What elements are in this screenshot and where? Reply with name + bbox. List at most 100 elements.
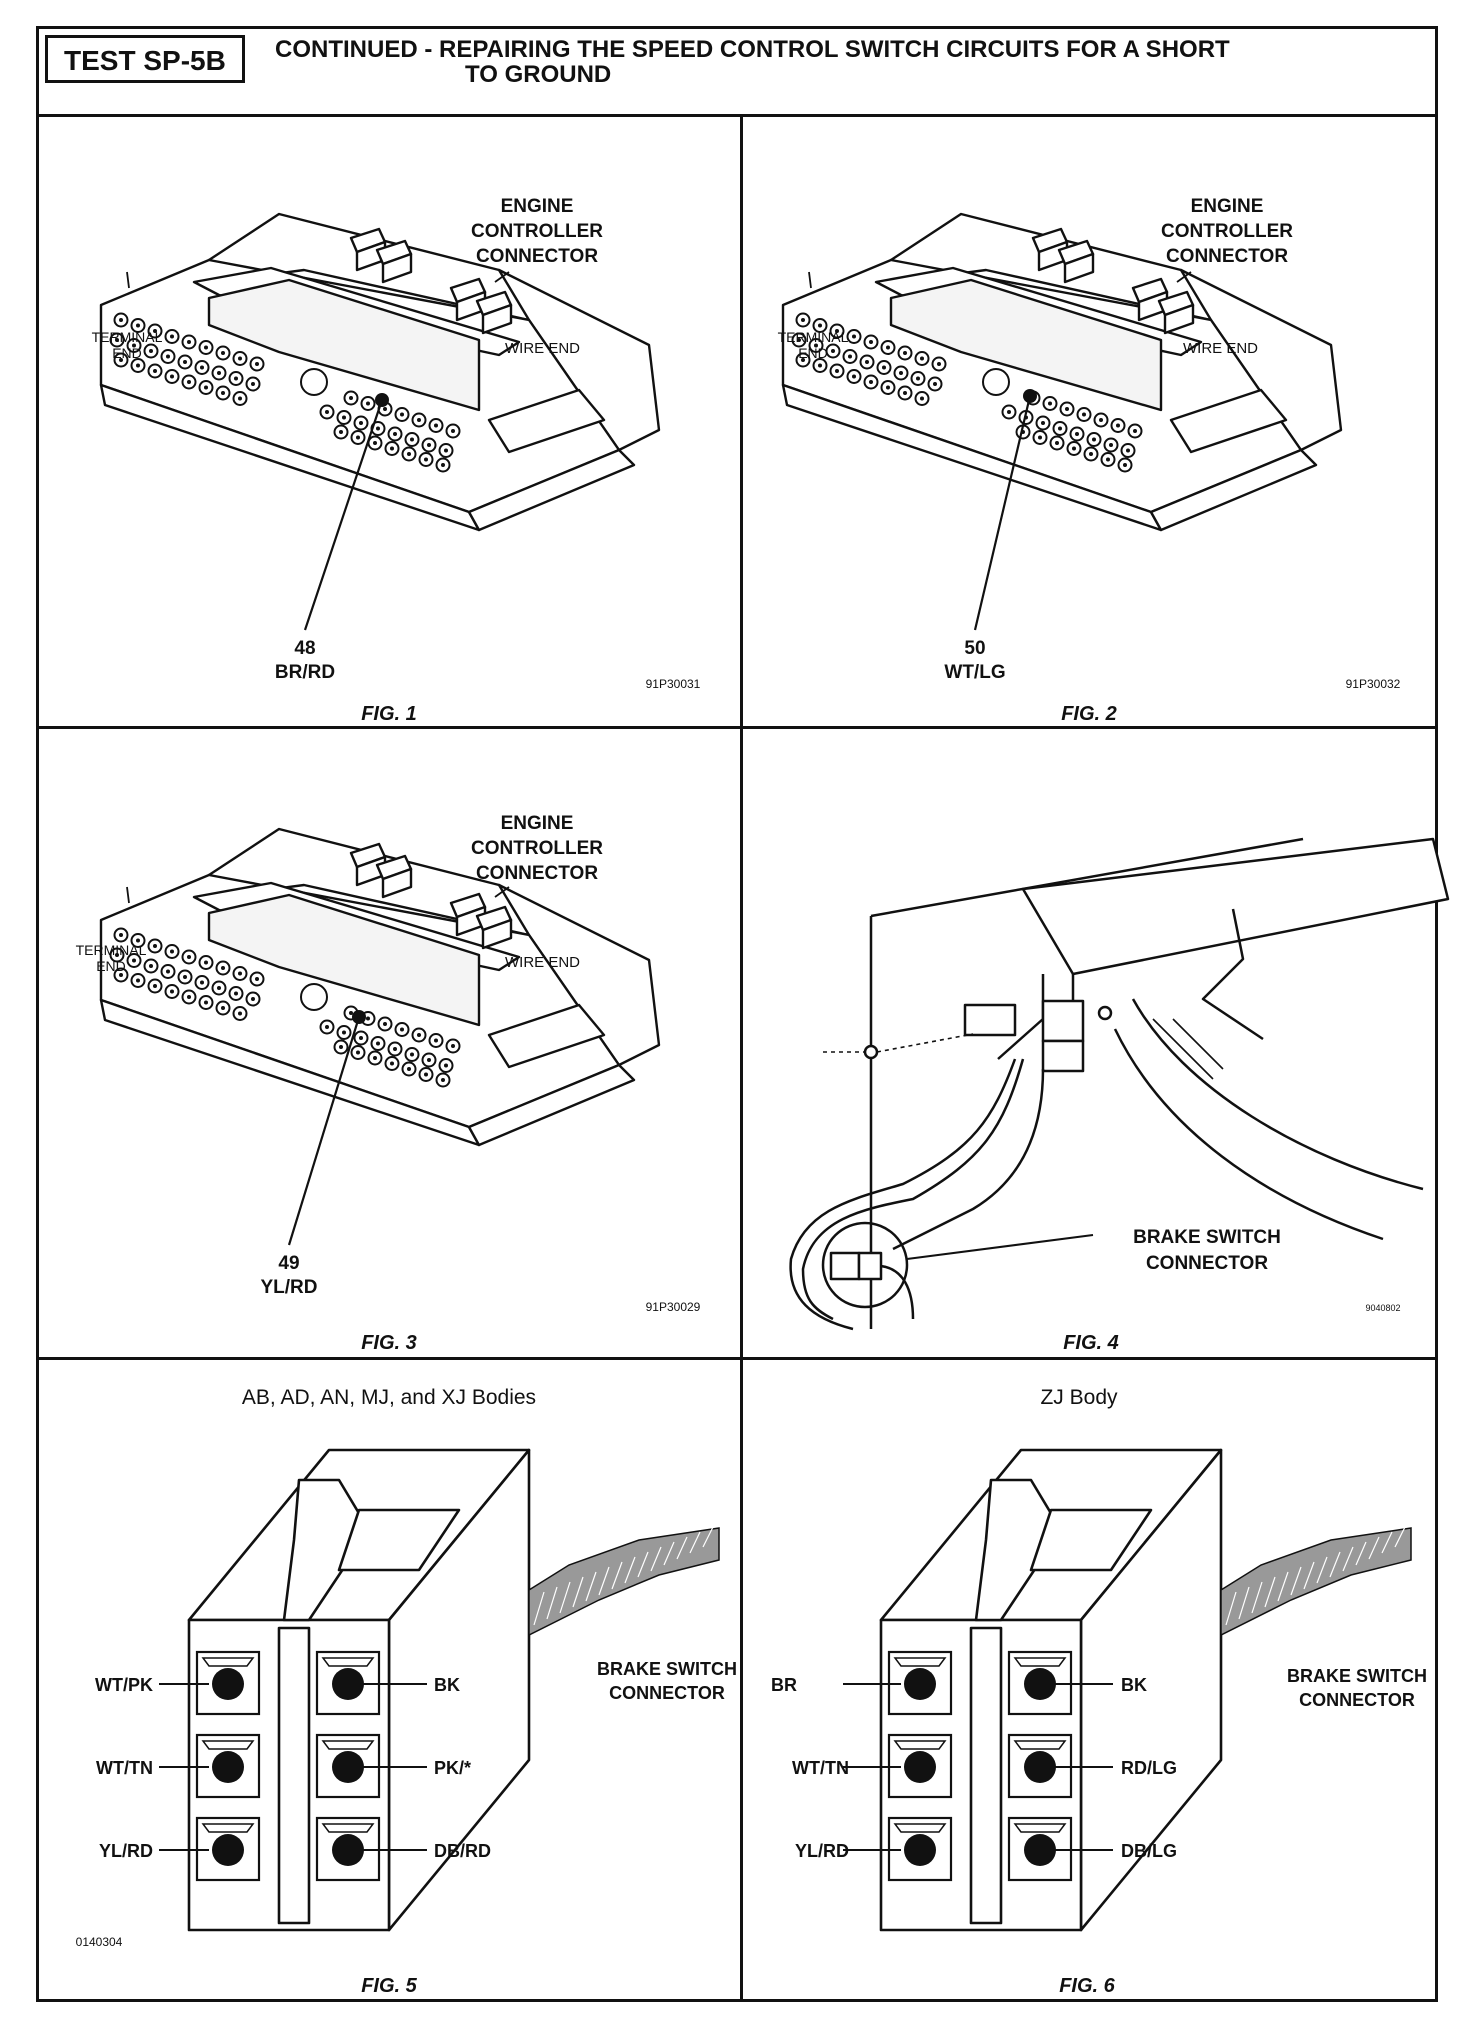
terminal-pin-center <box>1099 418 1103 422</box>
harness-strand <box>1264 1576 1276 1608</box>
terminal-pin-center <box>136 978 140 983</box>
left-pin-label-3: YL/RD <box>99 1841 153 1861</box>
connector-title-line2: CONTROLLER <box>471 838 603 859</box>
terminal-pin-center <box>400 412 404 417</box>
terminal-pin-center <box>1082 412 1086 417</box>
terminal-pin-center <box>166 354 170 359</box>
harness-strand <box>1355 1541 1367 1566</box>
pin-terminal <box>1024 1668 1056 1700</box>
harness-strand <box>1342 1546 1354 1572</box>
left-pin-label-2: WT/TN <box>792 1758 849 1778</box>
figure-ref-code: 91P30029 <box>646 1300 701 1314</box>
terminal-pin-center <box>434 1038 438 1043</box>
left-pin-label-1: BR <box>771 1675 797 1695</box>
alignment-hole <box>982 368 1010 396</box>
latch-tab-front-4 <box>1163 303 1195 335</box>
row-divider-1 <box>39 726 1435 729</box>
harness-strand <box>1394 1526 1406 1548</box>
cavity-bevel <box>321 1823 375 1833</box>
harness-strand <box>650 1546 662 1572</box>
terminal-pin-center <box>234 376 238 381</box>
terminal-pin-center <box>835 329 839 333</box>
leader-lines <box>808 271 1192 289</box>
terminal-pin-center <box>366 401 370 406</box>
figure-caption: FIG. 4 <box>1063 1332 1119 1354</box>
terminal-pin-center <box>349 396 353 400</box>
terminal-end-label-line2: END <box>96 958 126 974</box>
pin-terminal <box>332 1668 364 1700</box>
terminal-pin-center <box>342 1030 346 1035</box>
terminal-pin-center <box>238 396 242 401</box>
leader-lines <box>126 886 510 904</box>
pin-terminal <box>212 1668 244 1700</box>
ecm-connector-drawing <box>781 212 1343 631</box>
connector-side-edge <box>467 1063 636 1147</box>
figure-caption: FIG. 5 <box>361 1975 417 1997</box>
left-pin-label-2: WT/TN <box>96 1758 153 1778</box>
terminal-pin-center <box>886 385 890 390</box>
terminal-pin-center <box>444 448 448 453</box>
pin-terminal <box>1024 1834 1056 1866</box>
terminal-pin-center <box>342 415 346 420</box>
terminal-pin-center <box>166 969 170 974</box>
terminal-pin-center <box>393 1047 397 1051</box>
terminal-pin-center <box>441 1078 445 1082</box>
terminal-pin-center <box>410 1052 414 1057</box>
harness-strand <box>624 1556 636 1584</box>
terminal-pin-center <box>1106 457 1110 462</box>
terminal-pin-center <box>903 391 907 395</box>
cavity-bevel <box>321 1657 375 1667</box>
terminal-pin-center <box>359 421 363 425</box>
pin-terminal <box>1024 1751 1056 1783</box>
terminal-pin-center <box>916 376 920 381</box>
terminal-pin-center <box>407 1067 411 1071</box>
terminal-pin-center <box>119 933 123 937</box>
harness-strand <box>1381 1531 1393 1554</box>
terminal-pin-center <box>848 354 852 359</box>
terminal-pin-center <box>204 960 208 965</box>
wire-harness <box>1220 1527 1412 1637</box>
terminal-pin-center <box>937 362 941 366</box>
connector-rear-body <box>497 883 661 1067</box>
terminal-pin-center <box>234 991 238 996</box>
terminal-pin-center <box>115 338 119 342</box>
terminal-pin-center <box>359 1036 363 1040</box>
locking-tab <box>282 1478 371 1622</box>
terminal-pin-center <box>356 435 360 440</box>
pin-terminal <box>904 1834 936 1866</box>
pin-terminal <box>904 1751 936 1783</box>
terminal-pin-center <box>920 356 924 361</box>
terminal-pin-center <box>1092 437 1096 442</box>
header-title: CONTINUED - REPAIRING THE SPEED CONTROL … <box>275 37 1425 87</box>
left-pin-label-1: WT/PK <box>95 1675 153 1695</box>
pin-terminal <box>332 1834 364 1866</box>
harness-strand <box>1329 1551 1341 1578</box>
terminal-pin-center <box>376 426 380 431</box>
terminal-pin-center <box>852 334 856 339</box>
harness-strand <box>1303 1561 1315 1590</box>
terminal-pin-center <box>373 441 377 445</box>
callout-line2: CONNECTOR <box>609 1683 725 1703</box>
pin-leader-line <box>303 399 384 631</box>
terminal-pin-center <box>153 984 157 988</box>
leader-lines <box>126 271 510 289</box>
terminal-pin-center <box>1041 421 1045 425</box>
harness-strand <box>702 1526 714 1548</box>
terminal-pin-center <box>238 356 242 361</box>
cavity-bevel <box>201 1823 255 1833</box>
right-pin-label-1: BK <box>1121 1675 1147 1695</box>
terminal-pin-center <box>136 938 140 943</box>
brake-pedal-bracket-drawing <box>789 837 1450 1331</box>
terminal-pin-center <box>1058 426 1062 431</box>
terminal-pin-center <box>149 964 153 968</box>
terminal-pin-center <box>801 358 805 362</box>
terminal-pin-center <box>339 430 343 434</box>
fig-5-panel: AB, AD, AN, MJ, and XJ Bodies WT/PK WT/T… <box>76 1386 737 1997</box>
terminal-pin-center <box>170 374 174 379</box>
terminal-end-label-line1: TERMINAL <box>778 329 849 345</box>
wire-color-label: WT/LG <box>944 662 1005 683</box>
pin-number-label: 49 <box>278 1253 299 1274</box>
figure-caption: FIG. 3 <box>361 1332 417 1354</box>
terminal-pin-center <box>818 363 822 368</box>
terminal-pin-center <box>356 1050 360 1055</box>
